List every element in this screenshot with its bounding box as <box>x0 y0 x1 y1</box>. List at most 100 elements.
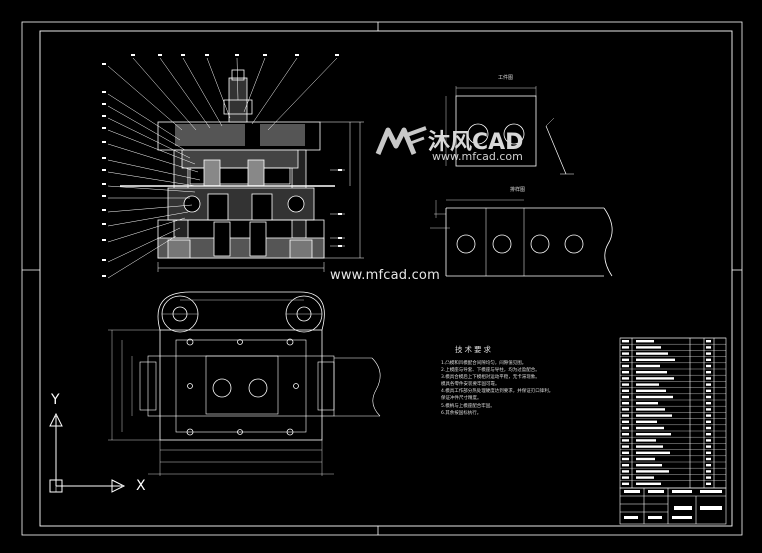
balloon-mark <box>235 54 239 56</box>
die-plan-view <box>108 291 381 476</box>
table-cell-text-mark <box>636 358 675 361</box>
axis-y-label: Y <box>51 392 60 408</box>
table-cell-text-mark <box>622 470 629 473</box>
table-cell-text-mark <box>636 408 665 411</box>
table-cell-text-mark <box>636 439 656 442</box>
table-cell-text-mark <box>706 389 711 392</box>
balloon-mark <box>102 91 106 93</box>
table-cell-text-mark <box>706 420 711 423</box>
table-cell-text-mark <box>706 377 711 380</box>
table-cell-text-mark <box>706 476 711 479</box>
table-cell-text-mark <box>636 451 670 454</box>
table-cell-text-mark <box>706 470 711 473</box>
table-cell-text-mark <box>706 414 711 417</box>
balloon-mark <box>338 169 342 171</box>
table-cell-text-mark <box>622 476 629 479</box>
balloon-mark <box>338 237 342 239</box>
balloon-mark <box>102 63 106 65</box>
table-cell-text-mark <box>706 482 711 485</box>
ucs-axis-icon <box>49 412 126 493</box>
technical-requirements-title: 技术要求 <box>455 345 493 354</box>
balloon-mark <box>102 115 106 117</box>
table-cell-text-mark <box>706 408 711 411</box>
table-cell-text-mark <box>706 464 711 467</box>
table-cell-text-mark <box>622 340 629 343</box>
table-cell-text-mark <box>706 340 711 343</box>
table-cell-text-mark <box>636 383 659 386</box>
table-cell-text-mark <box>706 451 711 454</box>
table-cell-text-mark <box>706 358 711 361</box>
balloon-mark <box>102 223 106 225</box>
technical-requirements: 技术要求 1.凸模和凹模配合间隙均匀，间隙值见图。 2.上模座与导套、下模座与导… <box>441 346 591 417</box>
table-cell-text-mark <box>636 470 669 473</box>
table-cell-text-mark <box>636 377 674 380</box>
table-cell-text-mark <box>636 414 672 417</box>
table-cell-text-mark <box>622 383 629 386</box>
table-cell-text-mark <box>636 371 667 374</box>
table-cell-text-mark <box>636 426 664 430</box>
table-cell-text-mark <box>706 445 711 448</box>
strip-layout <box>430 199 613 277</box>
table-cell-text-mark <box>622 457 629 461</box>
table-cell-text-mark <box>636 433 671 436</box>
assembly-leader-lines <box>107 57 338 279</box>
balloon-mark <box>102 275 106 277</box>
assembly-section-view <box>120 69 364 272</box>
mfcad-logo-icon <box>375 126 427 155</box>
note-line: 4.模具工作部分热处理硬度达到要求，并保证刃口锋利。 <box>441 389 554 395</box>
table-cell-text-mark <box>706 433 711 436</box>
table-cell-text-mark <box>636 352 668 355</box>
balloon-mark <box>338 245 342 247</box>
balloon-mark <box>205 54 209 56</box>
table-cell-text-mark <box>706 346 711 349</box>
note-line: 模具各零件安装要牢固可靠。 <box>441 382 500 388</box>
table-cell-text-mark <box>622 364 629 368</box>
table-cell-text-mark <box>622 408 629 411</box>
balloon-mark <box>102 239 106 241</box>
table-cell-text-mark <box>706 402 711 405</box>
note-line: 3.模具合模后上下模相对运动平稳，无卡滞现象。 <box>441 375 540 381</box>
balloon-mark <box>102 141 106 143</box>
part-view-title: 工件图 <box>498 75 514 81</box>
table-cell-text-mark <box>622 377 629 380</box>
table-cell-text-mark <box>622 371 629 374</box>
table-cell-text-mark <box>636 395 673 399</box>
table-cell-text-mark <box>706 371 711 374</box>
table-cell-text-mark <box>622 482 629 485</box>
balloon-mark <box>102 169 106 171</box>
table-cell-text-mark <box>636 389 666 392</box>
table-cell-text-mark <box>636 457 655 461</box>
balloon-mark <box>102 183 106 185</box>
balloon-mark <box>263 54 267 56</box>
table-cell-text-mark <box>636 445 663 448</box>
note-line: 2.上模座与导套、下模座与导柱，均为过盈配合。 <box>441 368 540 374</box>
table-cell-text-mark <box>706 383 711 386</box>
table-cell-text-mark <box>622 358 629 361</box>
watermark-url: www.mfcad.com <box>432 150 523 163</box>
table-cell-text-mark <box>636 340 654 343</box>
balloon-mark <box>102 127 106 129</box>
balloon-mark <box>295 54 299 56</box>
note-line: 5.模柄与上模座配合牢固。 <box>441 403 495 409</box>
table-cell-text-mark <box>706 395 711 399</box>
sheet-outer-border <box>21 21 743 536</box>
watermark-brand: 沐风CAD <box>428 130 524 155</box>
table-cell-text-mark <box>706 426 711 430</box>
note-line: 保证冲件尺寸精度。 <box>441 396 482 402</box>
table-cell-text-mark <box>622 464 629 467</box>
watermark-site: www.mfcad.com <box>330 268 440 283</box>
table-cell-text-mark <box>706 352 711 355</box>
balloon-mark <box>102 103 106 105</box>
balloon-mark <box>131 54 135 56</box>
balloon-mark <box>102 157 106 159</box>
table-cell-text-mark <box>622 433 629 436</box>
table-cell-text-mark <box>706 439 711 442</box>
table-cell-text-mark <box>622 439 629 442</box>
table-cell-text-mark <box>636 482 661 485</box>
table-cell-text-mark <box>622 389 629 392</box>
balloon-mark <box>102 209 106 211</box>
title-block-content <box>624 490 722 519</box>
table-cell-text-mark <box>636 346 661 349</box>
table-cell-text-mark <box>622 352 629 355</box>
